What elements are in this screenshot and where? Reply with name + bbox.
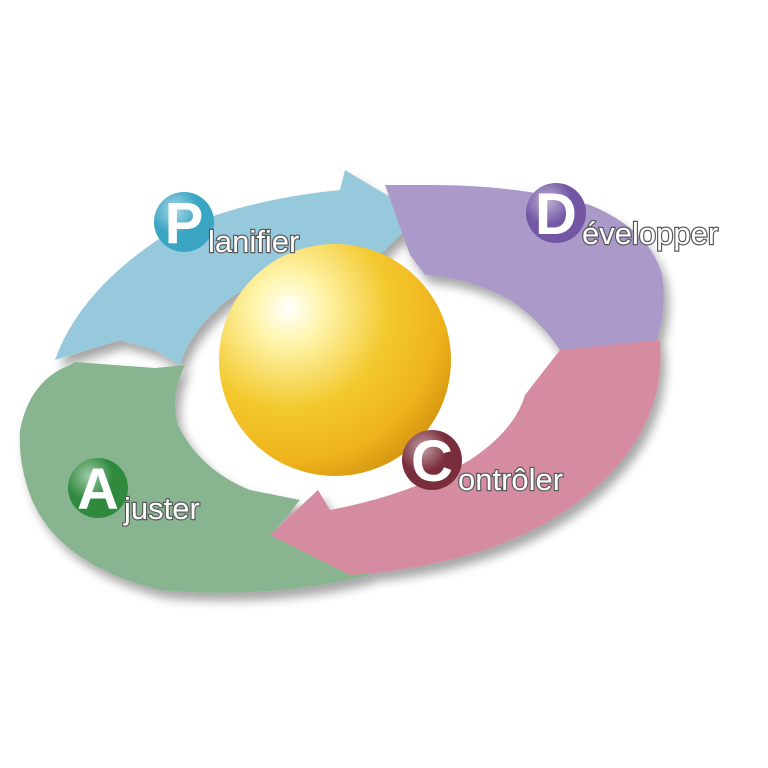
step-do-initial: D — [535, 182, 577, 247]
step-plan-disc-gloss — [154, 192, 214, 252]
step-act-initial: A — [77, 457, 119, 522]
step-check-initial: C — [411, 429, 453, 494]
check-arrow-segment — [270, 340, 661, 575]
step-act-label: juster — [123, 491, 200, 526]
cycle-ring — [19, 170, 664, 593]
step-check-label: ontrôler — [458, 462, 563, 497]
plan-arrow-segment — [55, 170, 420, 365]
step-check-disc-gloss — [402, 430, 462, 490]
step-do-label: évelopper — [582, 216, 718, 251]
step-plan-label: lanifier — [208, 224, 299, 259]
step-do-disc-gloss — [526, 183, 586, 243]
center-sphere — [219, 244, 451, 476]
develop-arrow-segment — [385, 185, 664, 368]
step-plan-initial: P — [165, 191, 204, 256]
step-act-disc-gloss — [68, 458, 128, 518]
